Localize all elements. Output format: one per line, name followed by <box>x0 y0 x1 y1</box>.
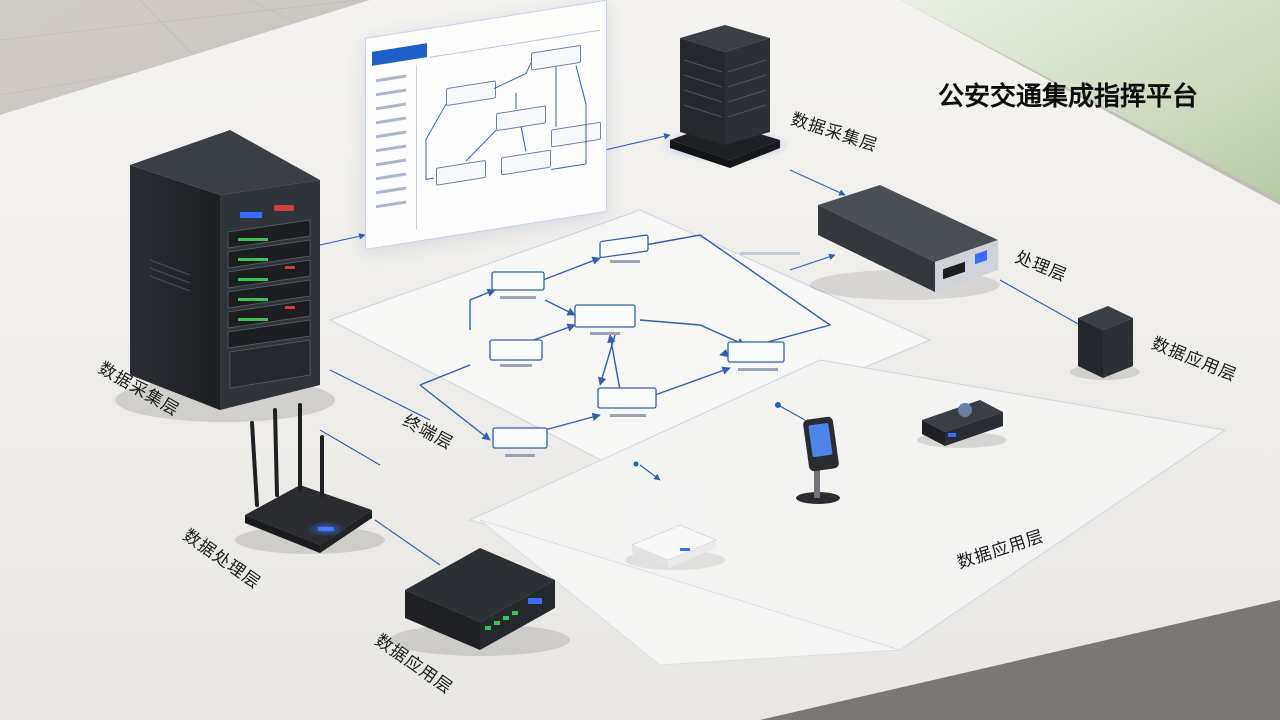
tower-server-rack <box>115 130 335 422</box>
top-server-tower <box>660 25 790 168</box>
wifi-router-black <box>235 403 385 554</box>
link-dot <box>633 461 639 467</box>
window-view <box>900 0 1280 200</box>
rack-status-red <box>274 205 294 211</box>
monitoring-screen <box>365 0 607 251</box>
encoder-box <box>917 400 1007 448</box>
floor-tiles <box>0 0 361 96</box>
edge-gateway-box <box>390 548 570 656</box>
handheld-terminal <box>796 416 840 504</box>
wifi-router-white <box>625 480 725 570</box>
link-dot <box>775 402 781 408</box>
diagram-board-lower-edge <box>479 519 901 666</box>
rack-unit-appliance <box>810 185 1000 300</box>
rack-leds <box>238 238 268 321</box>
flow-node-captions <box>500 252 800 457</box>
mini-nas <box>1070 306 1140 380</box>
screen-flow-lines <box>425 62 587 180</box>
device-links <box>319 133 1081 566</box>
page-title: 公安交通集成指挥平台 <box>938 82 1199 112</box>
table-edge <box>760 600 1280 720</box>
rack-status-blue <box>240 212 262 218</box>
flow-nodes <box>489 234 785 449</box>
diagram-board-upper <box>328 209 932 471</box>
gateway-ports <box>485 611 518 630</box>
